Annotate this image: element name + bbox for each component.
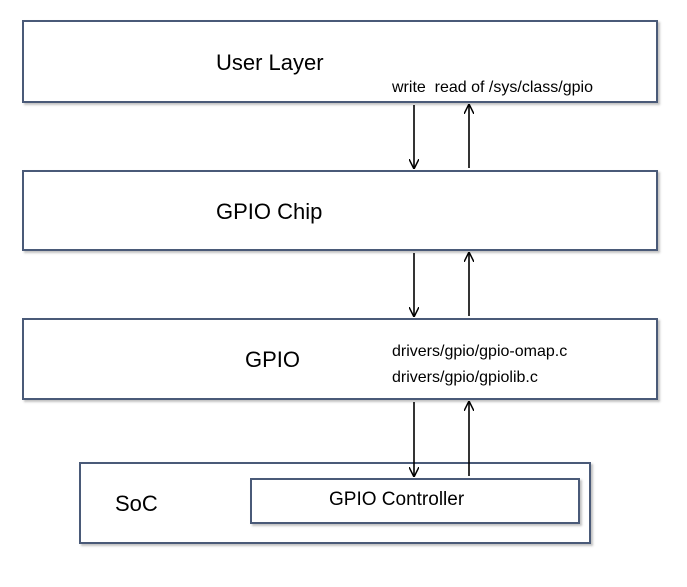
sysfs-note: write read of /sys/class/gpio: [392, 79, 593, 96]
soc-title: SoC: [115, 491, 158, 516]
gpiolib-driver-path: drivers/gpio/gpiolib.c: [392, 369, 538, 386]
gpio-controller-label: GPIO Controller: [329, 489, 465, 510]
gpio-box: [22, 318, 658, 400]
gpio-title: GPIO: [245, 347, 301, 372]
gpio-controller-box: [250, 478, 580, 524]
gpio-chip-title: GPIO Chip: [216, 199, 323, 224]
user-layer-box: [22, 20, 658, 103]
gpio-chip-box: [22, 170, 658, 251]
user-layer-title: User Layer: [216, 50, 324, 75]
gpio-omap-driver-path: drivers/gpio/gpio-omap.c: [392, 343, 568, 360]
